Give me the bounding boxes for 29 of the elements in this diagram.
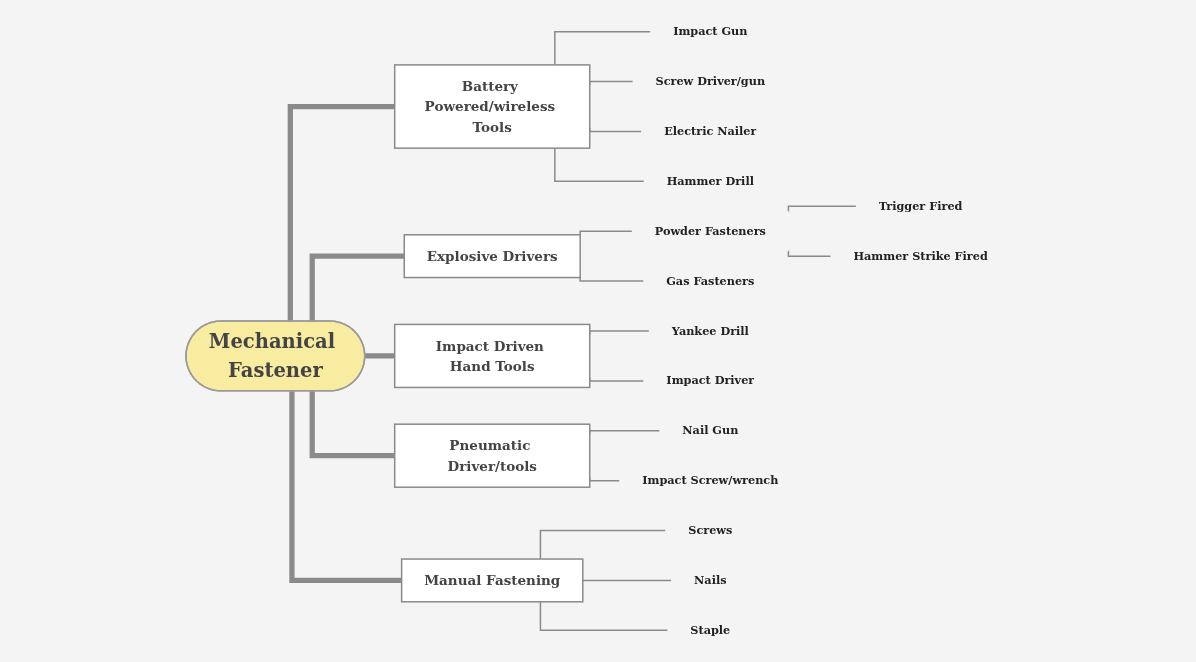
node-text: Staple (690, 623, 731, 637)
node-text: Screw Driver/gun (655, 74, 765, 89)
connector (539, 529, 667, 560)
connector (553, 147, 645, 183)
node-box: Explosive Drivers (403, 234, 581, 279)
node-box: Impact Driven Hand Tools (393, 323, 591, 389)
node-text: Powder Fasteners (654, 224, 766, 238)
connector (289, 391, 402, 584)
node-box: Battery Powered/wireless Tools (393, 64, 591, 149)
node-text: Impact Gun (673, 24, 748, 39)
node-text: Hammer Strike Fired (853, 249, 988, 263)
node-text: Yankee Drill (671, 324, 749, 338)
node-text: Screws (688, 523, 733, 538)
node-box: Pneumatic Driver/tools (393, 423, 591, 488)
node-text: Hammer Drill (666, 174, 754, 188)
connector (309, 391, 395, 459)
connector (553, 30, 652, 66)
node-text: Gas Fasteners (666, 274, 755, 288)
node-text: Nail Gun (682, 423, 739, 438)
node-text: Electric Nailer (664, 124, 757, 139)
connector (287, 103, 395, 322)
connector (539, 601, 669, 632)
node-text: Trigger Fired (878, 199, 963, 213)
node-text: Nails (693, 573, 727, 587)
node-box: Manual Fastening (400, 558, 584, 603)
node-text: Impact Screw/wrench (642, 473, 779, 488)
node-text: Impact Driver (666, 373, 755, 388)
connector (787, 205, 857, 214)
connector (309, 253, 405, 322)
